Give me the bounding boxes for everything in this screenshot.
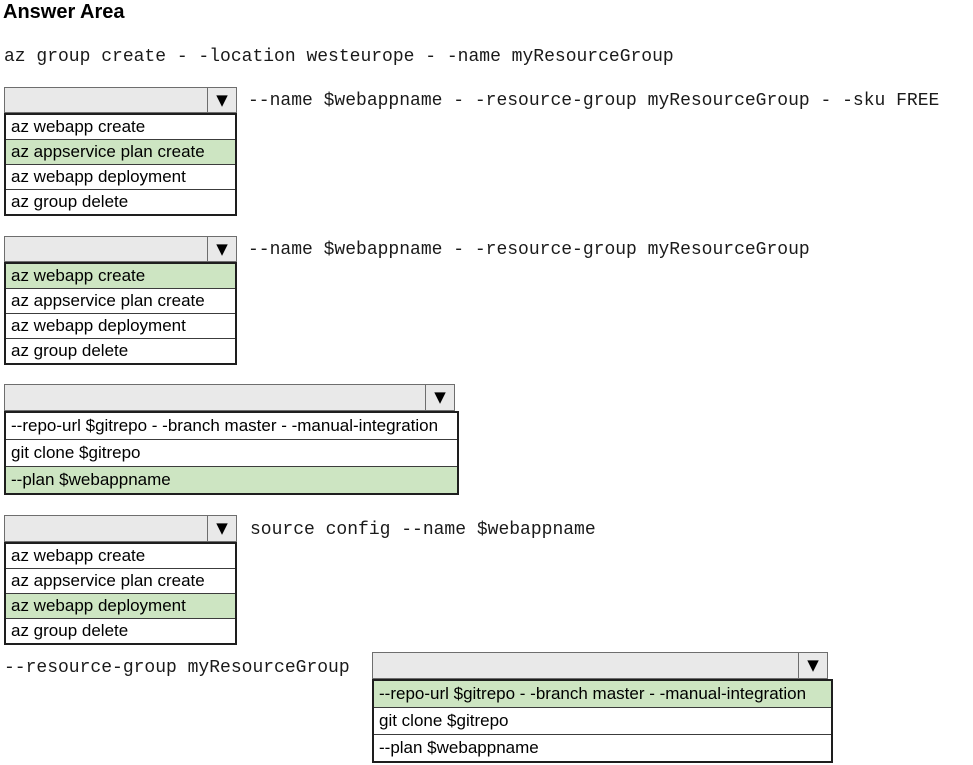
- command-suffix-2: --name $webappname - -resource-group myR…: [248, 240, 810, 260]
- option[interactable]: az group delete: [6, 189, 235, 214]
- option[interactable]: az webapp deployment: [6, 313, 235, 338]
- option-selected[interactable]: az webapp deployment: [6, 593, 235, 618]
- option-selected[interactable]: az webapp create: [6, 264, 235, 288]
- dropdown-3-options: --repo-url $gitrepo - -branch master - -…: [4, 411, 459, 495]
- command-suffix-1: --name $webappname - -resource-group myR…: [248, 91, 940, 111]
- dropdown-2-value: [5, 237, 207, 261]
- option[interactable]: az appservice plan create: [6, 288, 235, 313]
- dropdown-1[interactable]: ▼: [4, 87, 237, 113]
- option[interactable]: az webapp create: [11, 117, 146, 136]
- dropdown-3-value: [5, 385, 425, 410]
- command-suffix-4: source config --name $webappname: [250, 520, 596, 540]
- dropdown-5-options: --repo-url $gitrepo - -branch master - -…: [372, 679, 833, 763]
- option[interactable]: az group delete: [6, 338, 235, 363]
- dropdown-4-arrow-button[interactable]: ▼: [207, 516, 236, 541]
- command-line-1: az group create - -location westeurope -…: [4, 47, 674, 67]
- dropdown-4-value: [5, 516, 207, 541]
- command-prefix-5: --resource-group myResourceGroup: [4, 658, 350, 678]
- option[interactable]: az webapp create: [11, 546, 146, 565]
- chevron-down-icon: ▼: [216, 90, 228, 109]
- option[interactable]: az appservice plan create: [6, 568, 235, 593]
- dropdown-4[interactable]: ▼: [4, 515, 237, 542]
- chevron-down-icon: ▼: [216, 519, 228, 537]
- dropdown-3[interactable]: ▼: [4, 384, 455, 411]
- chevron-down-icon: ▼: [216, 239, 228, 258]
- dropdown-2-options: az webapp create az appservice plan crea…: [4, 262, 237, 365]
- option-selected[interactable]: --repo-url $gitrepo - -branch master - -…: [374, 681, 831, 707]
- option[interactable]: git clone $gitrepo: [6, 439, 457, 466]
- option[interactable]: --repo-url $gitrepo - -branch master - -…: [11, 416, 439, 435]
- dropdown-4-options: az webapp create az appservice plan crea…: [4, 542, 237, 645]
- page-title: Answer Area: [3, 1, 125, 23]
- dropdown-5[interactable]: ▼: [372, 652, 828, 679]
- dropdown-3-arrow-button[interactable]: ▼: [425, 385, 454, 410]
- dropdown-1-arrow-button[interactable]: ▼: [207, 88, 236, 112]
- chevron-down-icon: ▼: [807, 656, 819, 674]
- dropdown-5-arrow-button[interactable]: ▼: [798, 653, 827, 678]
- dropdown-5-value: [373, 653, 798, 678]
- option[interactable]: az group delete: [6, 618, 235, 643]
- option[interactable]: az webapp deployment: [6, 164, 235, 189]
- option[interactable]: git clone $gitrepo: [374, 707, 831, 734]
- option-selected[interactable]: --plan $webappname: [6, 466, 457, 493]
- option[interactable]: --plan $webappname: [374, 734, 831, 761]
- dropdown-2-arrow-button[interactable]: ▼: [207, 237, 236, 261]
- option-selected[interactable]: az appservice plan create: [6, 139, 235, 164]
- dropdown-1-value: [5, 88, 207, 112]
- chevron-down-icon: ▼: [434, 388, 446, 406]
- dropdown-1-options: az webapp create az appservice plan crea…: [4, 113, 237, 216]
- dropdown-2[interactable]: ▼: [4, 236, 237, 262]
